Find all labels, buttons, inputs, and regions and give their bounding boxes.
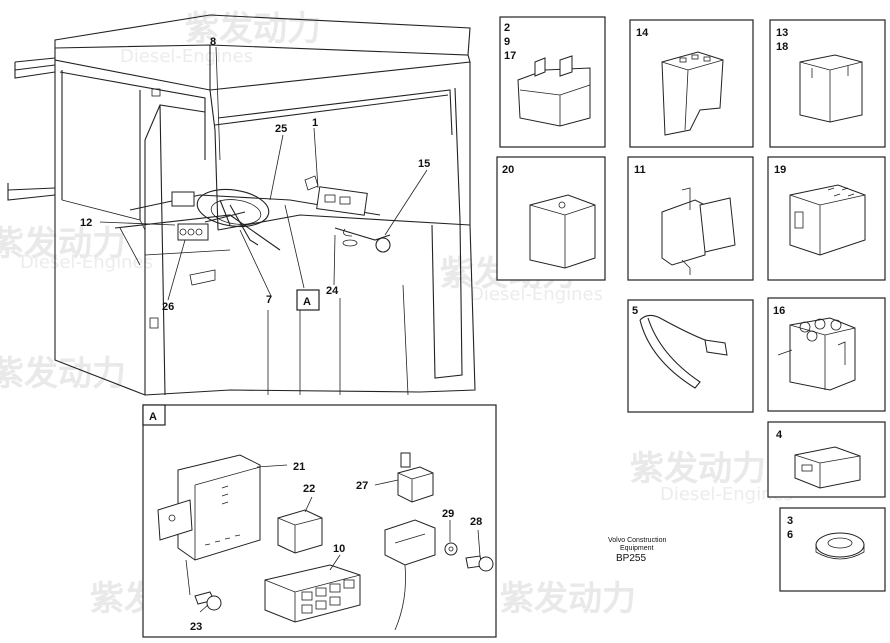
leader-lines-main xyxy=(99,46,428,301)
part-box-4: 4 xyxy=(767,421,886,498)
svg-text:3: 3 xyxy=(787,515,793,527)
callout-21: 21 xyxy=(293,461,305,473)
svg-text:11: 11 xyxy=(634,164,646,176)
detail-a-panel: A xyxy=(142,404,497,638)
svg-text:4: 4 xyxy=(776,429,783,441)
svg-text:17: 17 xyxy=(504,50,516,62)
watermark-en: Diesel-Engines xyxy=(470,284,603,305)
callout-15: 15 xyxy=(418,158,430,170)
watermark-en: Diesel-Engines xyxy=(120,46,253,67)
svg-text:13: 13 xyxy=(776,27,788,39)
callout-12: 12 xyxy=(80,217,92,229)
watermark-cn: 紫发动力 xyxy=(630,449,766,489)
watermark-en: Diesel-Engines xyxy=(660,484,793,505)
callout-28: 28 xyxy=(470,516,482,528)
part-box-11: 11 xyxy=(627,156,754,281)
svg-text:18: 18 xyxy=(776,41,788,53)
callout-26: 26 xyxy=(162,301,174,313)
callout-22: 22 xyxy=(303,483,315,495)
watermark-cn: 紫发动力 xyxy=(0,354,126,394)
footer-subtitle: Equipment xyxy=(620,545,654,552)
part-box-14: 14 xyxy=(629,19,754,148)
svg-text:20: 20 xyxy=(502,164,514,176)
callout-8: 8 xyxy=(210,36,216,48)
callout-29: 29 xyxy=(442,508,454,520)
callout-24: 24 xyxy=(326,285,339,297)
part-box-2-9-17: 2 9 17 xyxy=(499,16,606,148)
main-callouts: 8 25 1 15 12 26 7 24 A xyxy=(80,36,430,313)
figure-footer: Volvo Construction Equipment BP255 xyxy=(608,537,666,564)
callout-7: 7 xyxy=(266,294,272,306)
detail-a-label: A xyxy=(149,411,157,423)
callout-1: 1 xyxy=(312,117,318,129)
cab-illustration xyxy=(7,14,476,396)
part-box-19: 19 xyxy=(767,156,886,281)
svg-text:19: 19 xyxy=(774,164,786,176)
part-box-5: 5 xyxy=(627,299,754,413)
callout-25: 25 xyxy=(275,123,287,135)
svg-text:5: 5 xyxy=(632,305,638,317)
callout-27: 27 xyxy=(356,480,368,492)
watermark-cn: 紫发动力 xyxy=(500,579,636,619)
part-box-16: 16 xyxy=(767,297,886,412)
svg-text:16: 16 xyxy=(773,305,785,317)
watermark-cn: 紫发动力 xyxy=(0,224,126,264)
watermark-cn: 紫发动力 xyxy=(185,9,321,49)
svg-text:14: 14 xyxy=(636,27,649,39)
watermark-en: Diesel-Engines xyxy=(20,252,153,273)
svg-text:2: 2 xyxy=(504,22,510,34)
part-box-13-18: 13 18 xyxy=(769,19,886,148)
part-box-3-6: 3 6 xyxy=(779,507,886,592)
footer-code: BP255 xyxy=(616,553,646,564)
part-box-20: 20 xyxy=(496,156,606,281)
svg-text:6: 6 xyxy=(787,529,793,541)
callout-23: 23 xyxy=(190,621,202,633)
callout-10: 10 xyxy=(333,543,345,555)
callout-a-box xyxy=(296,289,320,311)
svg-text:9: 9 xyxy=(504,36,510,48)
footer-company: Volvo Construction xyxy=(608,537,666,544)
callout-a: A xyxy=(303,296,311,308)
